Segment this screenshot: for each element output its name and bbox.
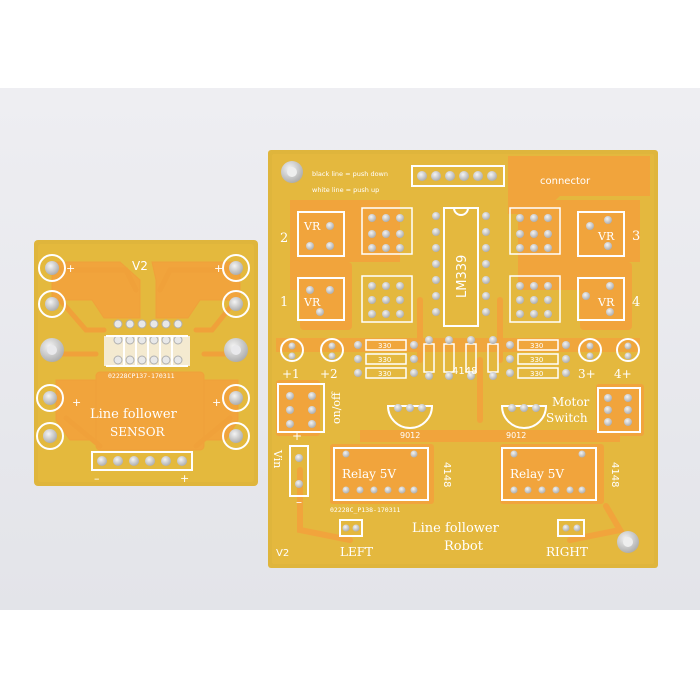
top-connector xyxy=(411,165,505,187)
sensor-plus-mid-right: + xyxy=(212,396,221,409)
motor-switch: Motor Switch xyxy=(546,387,641,433)
on-off-label: on/off xyxy=(330,391,343,424)
robot-part-number: 02228C_P138-170311 xyxy=(330,506,401,514)
optocoupler-sockets xyxy=(361,207,561,323)
motor-switch-line2: Switch xyxy=(546,411,588,425)
pot-vr-2: VR xyxy=(297,211,345,257)
resistor-label-4: 330 xyxy=(530,342,543,350)
robot-title-line2: Robot xyxy=(444,539,484,554)
pot-vr-3: VR xyxy=(577,211,625,257)
robot-board: black line = push down white line = push… xyxy=(268,150,658,568)
pot-vr-1: VR xyxy=(297,277,345,321)
relay-left: Relay 5V 4148 xyxy=(333,447,452,501)
left-label: LEFT xyxy=(340,545,373,559)
robot-mounting-holes xyxy=(281,161,639,553)
note-white-line: white line = push up xyxy=(312,186,379,194)
relay-right-label: Relay 5V xyxy=(510,467,564,481)
led-label-4: 4+ xyxy=(614,367,632,381)
pot-number-3: 3 xyxy=(632,229,640,244)
lm339-footprint: LM339 xyxy=(432,207,490,327)
led-label-2: +2 xyxy=(320,367,338,381)
resistors: 330 330 330 330 330 330 xyxy=(354,336,570,380)
resistor-label-2: 330 xyxy=(378,356,391,364)
vin-minus: – xyxy=(296,495,302,509)
vr-2-label: VR xyxy=(303,220,321,233)
pot-vr-4: VR xyxy=(577,277,625,321)
lm339-label: LM339 xyxy=(455,255,470,298)
sensor-plus-mid-left: + xyxy=(72,396,81,409)
sensor-minus-bottom: – xyxy=(94,472,100,485)
resistor-label-1: 330 xyxy=(378,342,391,350)
sensor-plus-left: + xyxy=(66,262,75,275)
led-footprints xyxy=(280,338,640,362)
connector-label: connector xyxy=(540,176,591,187)
sensor-plus-bottom: + xyxy=(180,472,189,485)
sensor-pad-array xyxy=(104,319,190,367)
resistor-label-3: 330 xyxy=(378,370,391,378)
resistor-label-5: 330 xyxy=(530,356,543,364)
sensor-board: V2 + + + + + – 02228CP137-170311 Line fo… xyxy=(34,240,258,486)
sensor-v2-label: V2 xyxy=(132,259,148,273)
on-off-switch: on/off xyxy=(277,383,343,433)
led-label-1: +1 xyxy=(282,367,300,381)
transistor-left-label: 9012 xyxy=(400,431,420,440)
diode-right-label: 4148 xyxy=(609,462,620,487)
sensor-title-line1: Line follower xyxy=(90,407,178,422)
vin-label: Vin xyxy=(271,449,284,468)
led-label-3: 3+ xyxy=(578,367,596,381)
note-black-line: black line = push down xyxy=(312,170,388,178)
pot-number-2: 2 xyxy=(280,231,288,246)
diode-label-center: 4148 xyxy=(452,366,477,377)
sensor-title-line2: SENSOR xyxy=(110,425,166,439)
vin-plus: + xyxy=(292,429,302,443)
right-label: RIGHT xyxy=(546,545,588,559)
right-motor-terminal: RIGHT xyxy=(546,519,588,559)
diode-left-label: 4148 xyxy=(441,462,452,487)
sensor-mounting-pads xyxy=(36,254,250,450)
relay-right: Relay 5V 4148 xyxy=(501,447,620,501)
robot-title-line1: Line follower xyxy=(412,521,500,536)
sensor-header xyxy=(91,451,193,471)
relay-left-label: Relay 5V xyxy=(342,467,396,481)
transistor-right: 9012 xyxy=(500,404,548,440)
robot-corner-v2: V2 xyxy=(276,548,289,559)
pot-number-1: 1 xyxy=(280,295,288,310)
vr-3-label: VR xyxy=(597,230,615,243)
vr-1-label: VR xyxy=(303,296,321,309)
motor-switch-line1: Motor xyxy=(552,395,590,409)
sensor-part-number: 02228CP137-170311 xyxy=(108,372,175,380)
vr-4-label: VR xyxy=(597,296,615,309)
pot-number-4: 4 xyxy=(632,295,640,310)
left-motor-terminal: LEFT xyxy=(339,519,373,559)
vin-terminal: + – Vin xyxy=(271,429,309,509)
transistor-left: 9012 xyxy=(386,404,434,440)
resistor-label-6: 330 xyxy=(530,370,543,378)
sensor-plus-right: + xyxy=(214,262,223,275)
transistor-right-label: 9012 xyxy=(506,431,526,440)
